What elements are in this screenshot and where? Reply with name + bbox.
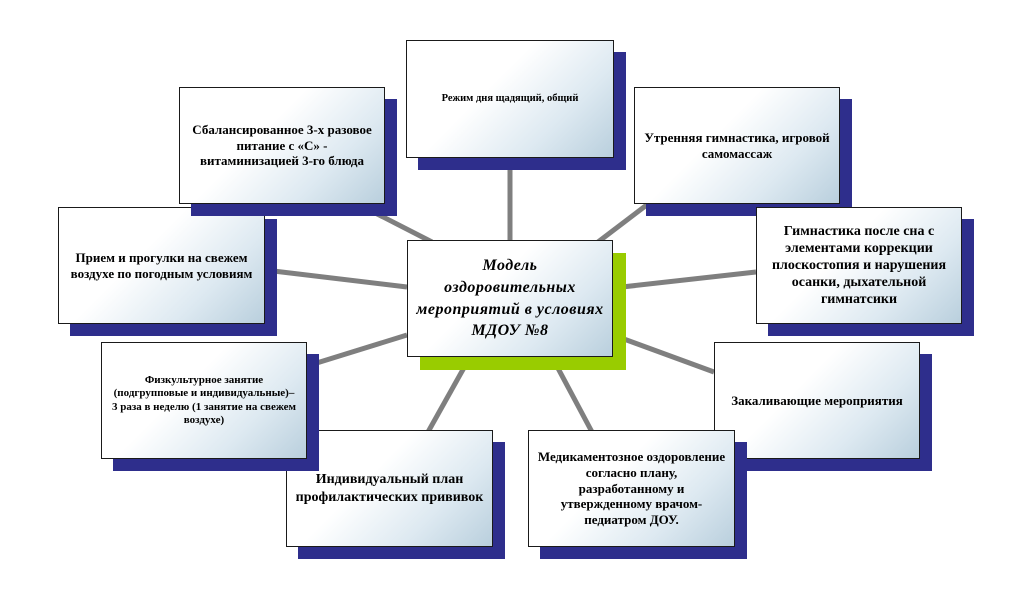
connector-vaccination: [425, 355, 473, 434]
connector-after-sleep-gym: [612, 269, 757, 291]
node-pe-class: Физкультурное занятие (подгрупповые и ин…: [101, 342, 307, 459]
connector-morning-gym: [596, 202, 650, 244]
node-morning-gym: Утренняя гимнастика, игровой самомассаж: [634, 87, 840, 204]
node-walks: Прием и прогулки на свежем воздухе по по…: [58, 207, 265, 324]
node-vaccination: Индивидуальный план профилактических при…: [286, 430, 493, 547]
node-hardening: Закаливающие мероприятия: [714, 342, 920, 459]
node-nutrition: Сбалансированное 3-х разовое питание с «…: [179, 87, 385, 204]
center-node-label: Модель оздоровительных мероприятий в усл…: [416, 257, 604, 340]
node-morning-gym-label: Утренняя гимнастика, игровой самомассаж: [644, 129, 830, 161]
node-medication: Медикаментозное оздоровление согласно пл…: [528, 430, 735, 547]
node-after-sleep-gym-label: Гимнастика после сна с элементами коррек…: [771, 223, 947, 308]
node-medication-label: Медикаментозное оздоровление согласно пл…: [537, 448, 726, 528]
node-after-sleep-gym: Гимнастика после сна с элементами коррек…: [756, 207, 962, 324]
node-vaccination-label: Индивидуальный план профилактических при…: [295, 472, 484, 505]
connector-walks: [264, 267, 408, 290]
node-nutrition-label: Сбалансированное 3-х разовое питание с «…: [192, 121, 372, 169]
connector-hardening: [612, 332, 715, 375]
node-regime: Режим дня щадящий, общий: [406, 40, 614, 158]
connector-nutrition: [348, 197, 434, 245]
connector-pe-class: [306, 332, 408, 369]
node-hardening-label: Закаливающие мероприятия: [731, 392, 903, 408]
node-regime-label: Режим дня щадящий, общий: [441, 92, 579, 104]
node-walks-label: Прием и прогулки на свежем воздухе по по…: [70, 249, 253, 281]
center-node: Модель оздоровительных мероприятий в усл…: [407, 240, 613, 357]
node-pe-class-label: Физкультурное занятие (подгрупповые и ин…: [111, 373, 297, 426]
connector-medication: [549, 355, 595, 434]
